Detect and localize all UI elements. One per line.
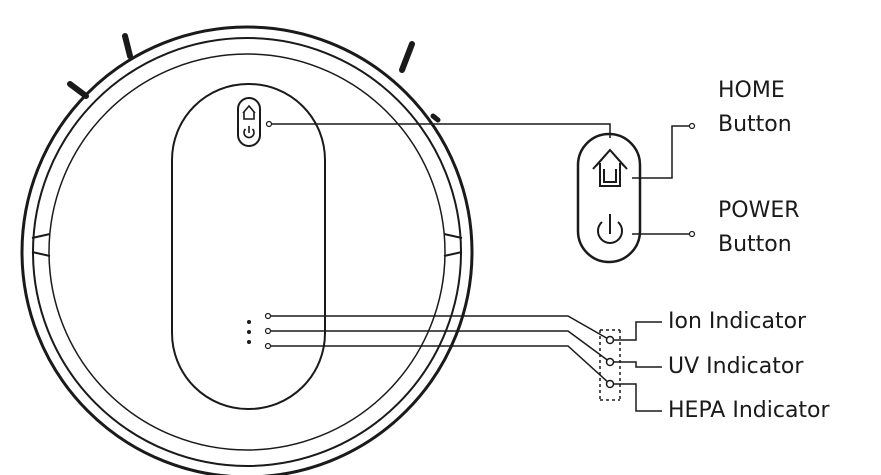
enlarged-panel-capsule — [576, 132, 642, 264]
hepa-indicator-label: HEPA Indicator — [668, 398, 830, 423]
ion-leader-dot — [264, 312, 272, 320]
bumper-gap-right — [443, 233, 463, 257]
ion-indicator-label: Ion Indicator — [668, 309, 807, 334]
power-icon[interactable] — [597, 221, 623, 244]
ion-leader-path — [271, 315, 611, 341]
hepa-label-leader — [614, 383, 662, 412]
uv-label-leader — [614, 361, 662, 368]
uv-indicator-label: UV Indicator — [668, 354, 804, 379]
robot-power-icon[interactable] — [243, 128, 255, 139]
robot-hepa-led — [247, 340, 251, 344]
outer-shell — [20, 25, 474, 475]
inner-ring — [48, 53, 446, 451]
robot-button-capsule — [237, 97, 261, 147]
power-leader-dot — [688, 230, 696, 238]
robot-body — [20, 25, 474, 475]
label-leaders — [632, 122, 696, 238]
enlarged-button-panel — [576, 132, 642, 264]
bumper-ring — [32, 37, 462, 467]
side-brushes — [67, 33, 441, 123]
home-leader-dot — [688, 122, 696, 130]
home-label-line1: HOME — [718, 78, 785, 103]
brush-bristle-left-1 — [122, 33, 133, 59]
button-leader-dot — [265, 120, 273, 128]
home-leader — [632, 125, 690, 179]
brush-bristle-left-2 — [67, 81, 89, 99]
robot-home-icon[interactable] — [242, 104, 256, 120]
hepa-leader-path — [271, 345, 611, 385]
home-label-line2: Button — [718, 112, 792, 137]
robot-button-group[interactable] — [237, 97, 261, 147]
robot-indicator-leds — [247, 320, 251, 344]
robot-ion-led — [247, 320, 251, 324]
hepa-indicator-led — [605, 379, 615, 389]
power-label-line2: Button — [718, 232, 792, 257]
brush-bristle-right-1 — [399, 41, 415, 73]
uv-leader-dot — [264, 327, 272, 335]
enlarged-indicator-strip — [599, 321, 662, 412]
hepa-leader-dot — [264, 342, 272, 350]
uv-leader-path — [271, 330, 611, 363]
ion-indicator-led — [605, 335, 615, 345]
home-icon[interactable] — [592, 148, 628, 187]
ion-label-leader — [614, 321, 662, 341]
power-label-line1: POWER — [718, 198, 800, 223]
indicator-leaders — [264, 312, 611, 385]
control-panel — [171, 83, 326, 410]
brush-bristle-right-2 — [430, 113, 441, 123]
uv-indicator-led — [605, 357, 615, 367]
robot-uv-led — [247, 330, 251, 334]
bumper-gap-left — [31, 233, 51, 257]
